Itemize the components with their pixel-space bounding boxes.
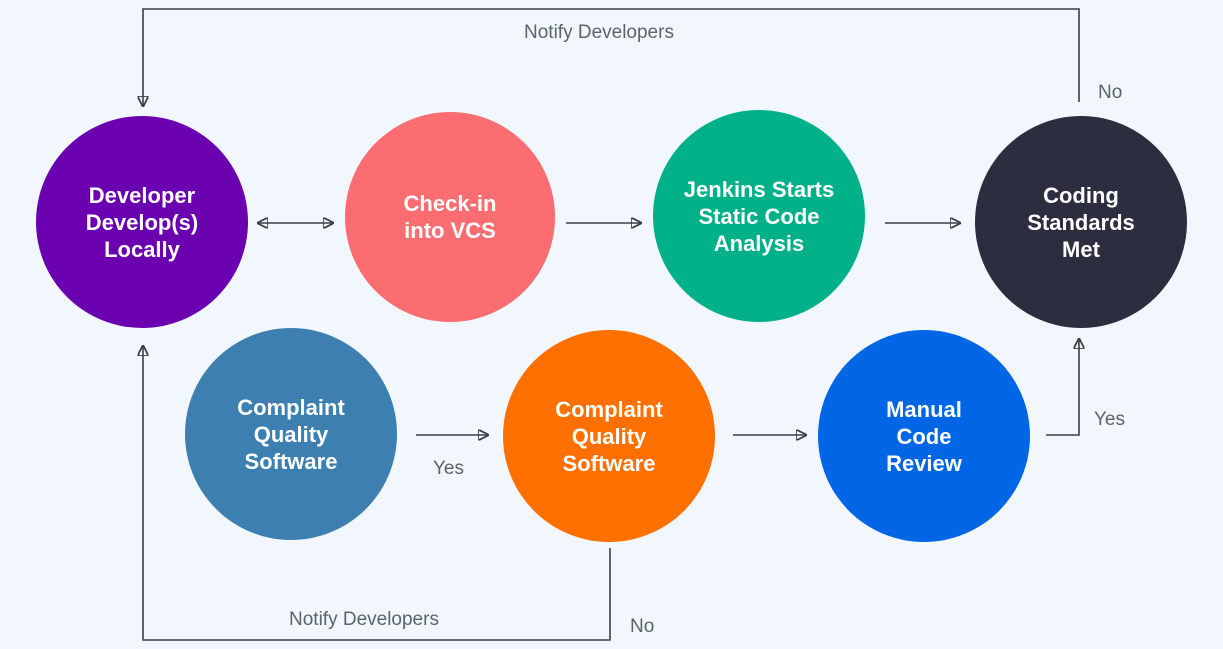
edge-label-yes-bottom: Yes xyxy=(433,458,464,479)
node-label: Manual Code Review xyxy=(886,396,962,476)
node-manual-code-review: Manual Code Review xyxy=(818,330,1030,542)
node-complaint-quality-software-orange: Complaint Quality Software xyxy=(503,330,715,542)
edge-label-notify-developers-bottom: Notify Developers xyxy=(289,609,439,630)
node-label: Complaint Quality Software xyxy=(237,394,345,474)
node-coding-standards-met: Coding Standards Met xyxy=(975,116,1187,328)
edge-label-no-bottom: No xyxy=(630,616,655,637)
node-complaint-quality-software-blue: Complaint Quality Software xyxy=(185,328,397,540)
edge-label-no-top: No xyxy=(1098,82,1123,103)
node-developer-locally: Developer Develop(s) Locally xyxy=(36,116,248,328)
edge-label-notify-developers-top: Notify Developers xyxy=(524,22,674,43)
arrow-review-standards xyxy=(1046,339,1079,436)
node-label: Complaint Quality Software xyxy=(555,396,663,476)
node-label: Check-in into VCS xyxy=(403,191,497,243)
node-jenkins-static-analysis: Jenkins Starts Static Code Analysis xyxy=(653,110,865,322)
loop-bottom-connector xyxy=(143,346,611,641)
edge-label-yes-right: Yes xyxy=(1094,409,1125,430)
node-label: Coding Standards Met xyxy=(1027,182,1135,262)
loop-top-connector xyxy=(143,8,1080,106)
node-check-in-vcs: Check-in into VCS xyxy=(345,112,555,322)
node-label: Developer Develop(s) Locally xyxy=(85,182,199,262)
node-label: Jenkins Starts Static Code Analysis xyxy=(683,176,835,256)
